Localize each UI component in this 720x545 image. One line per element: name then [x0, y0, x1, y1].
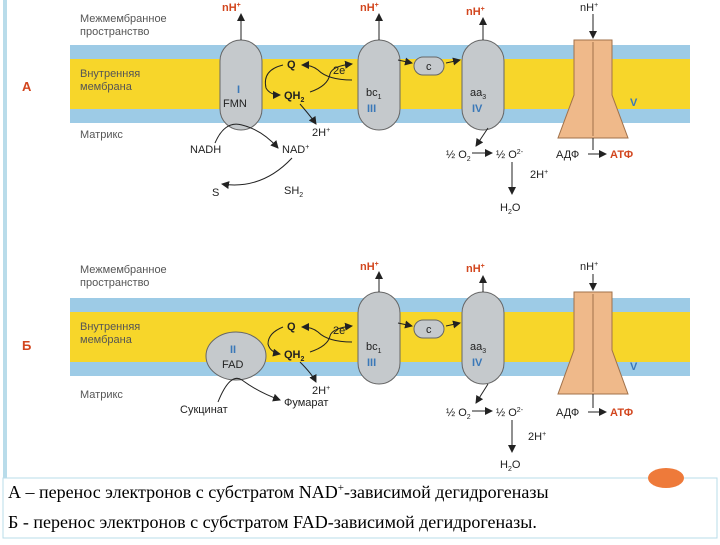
q-return-arrow	[301, 323, 353, 343]
proton-label-in: nH+	[580, 261, 598, 273]
aa3-to-o2-arrow	[475, 127, 489, 147]
slide-corner-decor	[648, 468, 684, 488]
cytochrome-c-label: c	[426, 61, 432, 73]
complex-3	[357, 291, 401, 385]
qh2-2h-arrow	[299, 103, 317, 125]
complex-4-name: aa3	[470, 341, 486, 355]
q-reduction-arrow	[264, 64, 284, 99]
complex-4-roman: IV	[472, 103, 483, 115]
complex-3-name: bc1	[366, 87, 382, 101]
left-decor-bar	[3, 0, 7, 478]
proton-label-3: nH+	[360, 261, 379, 273]
water-label: H2O	[500, 202, 521, 216]
label-inner-membrane-1: Внутренняя	[80, 68, 140, 80]
caption-b: Б - перенос электронов с субстратом FAD-…	[8, 512, 537, 532]
complex-2-cofactor: FAD	[222, 359, 243, 371]
complex-4	[461, 39, 505, 131]
nad-regeneration-arrow	[221, 157, 293, 189]
complex-2	[205, 331, 267, 381]
panel-b: Б Межмембранное пространство Внутренняя …	[22, 261, 690, 473]
bc1-to-c-arrow	[397, 57, 413, 66]
label-matrix: Матрикс	[80, 129, 123, 141]
bc1-to-c-arrow	[397, 320, 413, 329]
cytochrome-c-label: c	[426, 324, 432, 336]
q-label: Q	[287, 59, 296, 71]
panel-letter: Б	[22, 338, 31, 353]
sh2-label: SH2	[284, 185, 303, 199]
succinate-oxidation-arrow	[217, 377, 281, 403]
c-to-aa3-arrow	[445, 57, 461, 66]
label-inner-membrane-2: мембрана	[80, 81, 133, 93]
qh2-to-bc1-arrow	[309, 322, 353, 353]
complex-1-roman: I	[237, 84, 240, 96]
complex-4	[461, 291, 505, 385]
c-to-aa3-arrow	[445, 320, 461, 329]
half-o2-ion-label: ½ O2-	[496, 149, 524, 161]
caption-a: А – перенос электронов с субстратом NAD+…	[8, 482, 549, 502]
nadh-oxidation-arrow	[214, 123, 279, 149]
proton-label-4: nH+	[466, 263, 485, 275]
caption-box	[2, 477, 718, 539]
proton-label-in: nH+	[580, 2, 598, 14]
s-label: S	[212, 187, 219, 199]
adp-label: АДФ	[556, 407, 579, 419]
half-o2-label: ½ O2	[446, 407, 471, 421]
aa3-to-o2-arrow	[475, 383, 489, 404]
atp-label: АТФ	[610, 407, 633, 419]
complex-4-name: aa3	[470, 87, 486, 101]
atp-synthase-roman: V	[630, 361, 638, 373]
panel-letter: А	[22, 79, 32, 94]
complex-1	[219, 39, 263, 131]
atp-synthase-roman: V	[630, 97, 638, 109]
qh2-label: QH2	[284, 349, 305, 363]
two-h-water-label: 2H+	[528, 431, 546, 443]
label-intermembrane-1: Межмембранное	[80, 264, 167, 276]
two-electrons-label: 2e-	[333, 65, 348, 77]
cytochrome-c	[413, 56, 445, 76]
two-h-label: 2H+	[312, 385, 330, 397]
label-intermembrane-1: Межмембранное	[80, 13, 167, 25]
complex-3-name: bc1	[366, 341, 382, 355]
q-label: Q	[287, 321, 296, 333]
succinate-label: Сукцинат	[180, 404, 228, 416]
cytochrome-c	[413, 319, 445, 339]
complex-1-cofactor: FMN	[223, 98, 247, 110]
q-return-arrow	[301, 61, 353, 81]
nadh-label: NADH	[190, 144, 221, 156]
two-electrons-label: 2e-	[333, 325, 348, 337]
complex-3	[357, 39, 401, 131]
complex-4-roman: IV	[472, 357, 483, 369]
nad-label: NAD+	[282, 144, 309, 156]
two-h-label: 2H+	[312, 127, 330, 139]
adp-label: АДФ	[556, 149, 579, 161]
complex-2-roman: II	[230, 344, 236, 356]
qh2-2h-arrow	[299, 361, 317, 383]
label-inner-membrane-1: Внутренняя	[80, 321, 140, 333]
proton-label-1: nH+	[222, 2, 241, 14]
complex-3-roman: III	[367, 103, 376, 115]
complex-3-roman: III	[367, 357, 376, 369]
qh2-label: QH2	[284, 90, 305, 104]
half-o2-ion-label: ½ O2-	[496, 407, 524, 419]
proton-label-3: nH+	[360, 2, 379, 14]
label-matrix: Матрикс	[80, 389, 123, 401]
proton-label-4: nH+	[466, 6, 485, 18]
fumarate-label: Фумарат	[284, 397, 328, 409]
half-o2-label: ½ O2	[446, 149, 471, 163]
panel-a: А Межмембранное пространство Внутренняя …	[22, 2, 690, 216]
label-intermembrane-2: пространство	[80, 26, 149, 38]
water-label: H2O	[500, 459, 521, 473]
label-intermembrane-2: пространство	[80, 277, 149, 289]
label-inner-membrane-2: мембрана	[80, 334, 133, 346]
two-h-water-label: 2H+	[530, 169, 548, 181]
q-reduction-arrow	[267, 326, 284, 357]
atp-label: АТФ	[610, 149, 633, 161]
qh2-to-bc1-arrow	[309, 60, 353, 93]
